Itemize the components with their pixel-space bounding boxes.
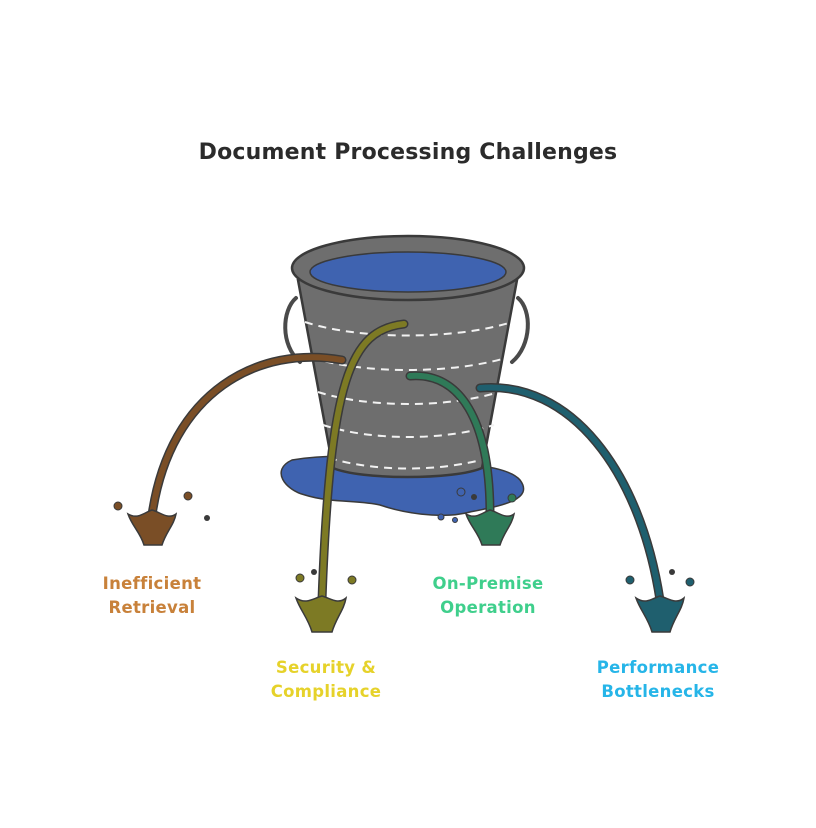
label-performance-bottlenecks: Performance Bottlenecks [568, 656, 748, 704]
bucket-water [309, 251, 507, 293]
water-droplet [452, 517, 458, 523]
label-line: Operation [440, 598, 536, 617]
bucket-handle [283, 296, 302, 364]
diagram-title: Document Processing Challenges [198, 140, 618, 165]
water-droplet [437, 513, 445, 521]
label-line: Bottlenecks [601, 682, 715, 701]
label-line: Retrieval [108, 598, 196, 617]
label-inefficient-retrieval: Inefficient Retrieval [62, 572, 242, 620]
leak-stream-security-compliance [294, 319, 409, 633]
label-line: Performance [596, 658, 720, 677]
label-line: On-Premise [432, 574, 544, 593]
bucket-handle [510, 296, 530, 364]
water-droplet [456, 487, 466, 497]
label-on-premise-operation: On-Premise Operation [398, 572, 578, 620]
label-line: Security & [275, 658, 377, 677]
leak-stream-performance-bottlenecks [475, 383, 695, 633]
leak-stream-on-premise-operation [405, 371, 517, 546]
leak-stream-inefficient-retrieval [113, 352, 347, 546]
label-security-compliance: Security & Compliance [236, 656, 416, 704]
label-line: Inefficient [102, 574, 202, 593]
label-line: Compliance [270, 682, 382, 701]
